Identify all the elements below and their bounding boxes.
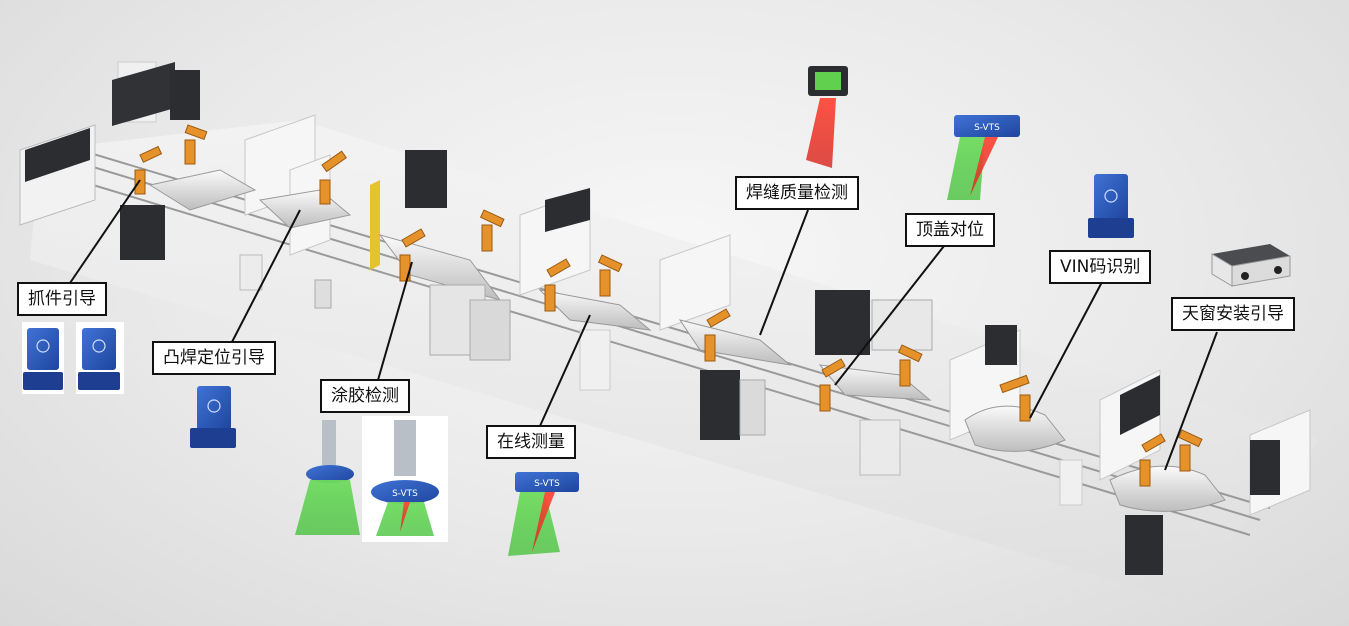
robot-arm-icon: [999, 374, 1031, 422]
label-grasp-guidance: 抓件引导: [17, 282, 107, 316]
brand-logo-text: S-VTS: [534, 479, 560, 489]
label-projection-weld-guidance: 凸焊定位引导: [152, 341, 276, 375]
laser-scanner-icon: S-VTS: [362, 416, 448, 542]
robot-arm-icon: [597, 254, 623, 297]
line-floor: [30, 120, 1320, 600]
camera-sensor-icon: [190, 386, 236, 448]
laser-scanner-icon: [295, 420, 360, 535]
label-vin-recognition: VIN码识别: [1049, 250, 1152, 284]
robot-arm-icon: [544, 258, 571, 312]
brand-logo-text: S-VTS: [392, 489, 418, 499]
label-roof-alignment: 顶盖对位: [905, 213, 995, 247]
leader-lines: [69, 179, 1218, 471]
laser-scanner-icon: S-VTS: [947, 115, 1020, 200]
cell-4: [949, 325, 1311, 575]
cell-3: [659, 234, 933, 476]
laser-scanner-icon: S-VTS: [508, 472, 579, 556]
robot-arm-icon: [134, 145, 163, 195]
robot-arm-icon: [319, 150, 347, 205]
label-sunroof-guidance: 天窗安装引导: [1171, 297, 1295, 331]
robot-arm-icon: [897, 344, 923, 387]
camera-sensor-icon: [1211, 244, 1291, 287]
brand-logo-text: S-VTS: [974, 123, 1000, 133]
label-online-measurement: 在线测量: [486, 425, 576, 459]
robot-arm-icon: [184, 124, 208, 165]
robot-arm-icon: [399, 228, 426, 282]
label-weld-seam-inspection: 焊缝质量检测: [735, 176, 859, 210]
camera-sensor-icon: [1088, 174, 1134, 238]
robot-arm-icon: [1139, 433, 1166, 487]
robot-arm-icon: [479, 209, 505, 252]
robot-arms: [134, 124, 1203, 487]
camera-sensor-icon: [22, 322, 64, 394]
robot-arm-icon: [704, 308, 731, 362]
robot-arm-icon: [819, 358, 846, 412]
robot-arm-icon: [1177, 429, 1203, 472]
cell-2: [370, 150, 652, 391]
laser-scanner-icon: [806, 66, 848, 168]
label-glue-inspection: 涂胶检测: [320, 379, 410, 413]
camera-sensor-icon: [76, 322, 124, 394]
